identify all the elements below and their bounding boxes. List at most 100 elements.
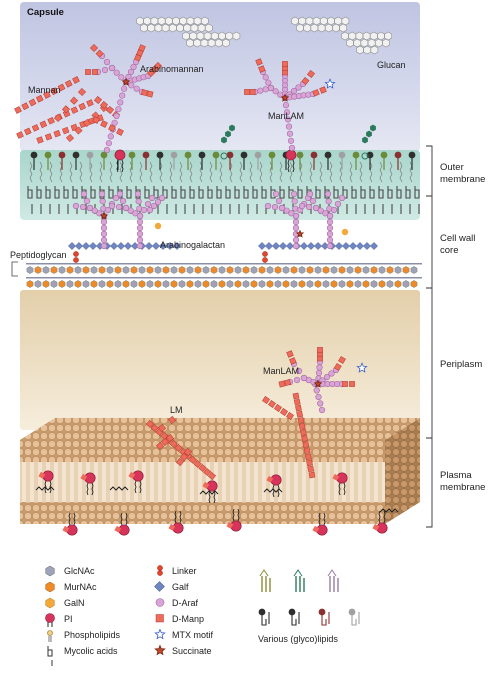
manp-residue [53,113,63,123]
manp-residue [198,463,207,473]
succinate-marker [99,211,109,220]
araf-residue [324,190,332,198]
glucose-hexagon [203,31,212,41]
manp-residue [349,381,355,387]
cell-wall-core-label: core [440,245,458,256]
glcnac-residue [298,266,306,274]
legend-label-col2: Succinate [172,646,212,656]
lipid-tail [179,161,183,183]
manp-residue [100,120,108,128]
manp-residue [258,65,266,73]
legend-linker-icon [157,570,163,576]
lipid-tail [379,161,383,183]
galf-residue [75,242,83,250]
araf-residue [144,200,152,208]
glucose-hexagon [374,38,383,48]
legend-label-col1: Mycolic acids [64,646,118,656]
araf-residue [120,85,128,92]
galf-residue [173,242,181,250]
manp-residue [72,76,80,84]
murnac-residue [34,266,42,274]
glucose-hexagon [189,31,197,41]
lm-molecule [145,415,217,481]
manp-residue [298,423,306,430]
galf-residue [300,242,308,250]
glcnac-residue [194,280,202,288]
peptidoglycan-bracket [11,261,18,277]
lipid-tail [29,161,33,183]
lipid-tail [299,161,303,183]
manp-residue [35,94,44,103]
mycolic-acid [216,186,222,214]
manp-residue [36,136,44,144]
murnac-residue [386,266,394,274]
murnac-residue [330,280,338,288]
murnac-residue [122,280,130,288]
outer-membrane-label: membrane [440,174,485,185]
manp-residue [207,471,217,481]
manp-residue [31,124,40,132]
glucose-hexagon [291,16,299,26]
legend-galn-icon [45,597,55,609]
manp-residue [179,452,189,462]
araf-residue [328,370,335,377]
galf-residue [265,242,273,250]
mycolic-acid [234,186,240,214]
glcnac-residue [306,280,314,288]
araf-residue [290,190,298,198]
glycolipid-head [100,151,108,159]
capsule-region [20,2,420,152]
manp-residue [153,61,163,71]
manp-residue [268,400,276,408]
manp-residue [65,133,75,143]
araf-residue [285,123,293,130]
araf-residue [305,203,313,211]
legend-lipid-stem [329,576,339,592]
murnac-residue [298,280,306,288]
legend-label-col2: Linker [172,566,197,576]
legend-phospholipid-icon [47,630,53,636]
lipid-tail [369,161,373,183]
araf-residue [288,144,296,152]
trehalose-hexagon [362,136,368,144]
murnac-residue [130,266,138,274]
araf-residue [292,218,300,226]
lipid-tail [109,161,113,183]
araf-residue [119,197,127,205]
pi-tail [44,480,52,494]
manp-residue [85,69,91,75]
glcnac-residue [330,266,338,274]
araf-residue [275,197,283,205]
manp-residue [43,91,51,99]
manp-residue [168,523,176,531]
manp-residue [78,102,86,111]
pi-tail [232,508,240,522]
glucose-hexagon [367,38,376,48]
araf-residue [315,369,323,377]
murnac-residue [290,266,298,274]
araf-residue [150,202,158,210]
glucose-hexagon [324,23,333,33]
araf-residue [334,200,342,208]
lipid-tail [249,161,253,183]
manp-residue [278,380,286,388]
lipid-tail [149,161,153,183]
region-bracket [426,437,433,528]
araf-residue [292,236,300,244]
legend-label-col1: PI [64,614,73,624]
trehalose-hexagon [370,124,376,132]
araf-residue [287,137,295,144]
glucose-hexagon [136,16,144,26]
galf-residue [286,242,294,250]
galf-residue [258,242,266,250]
manp-residue [86,99,94,107]
trehalose-hexagon [229,124,235,132]
lipid-tail [279,161,283,183]
murnac-residue [194,266,202,274]
glcnac-residue [386,280,394,288]
mycolic-acid [162,186,168,214]
araf-residue [148,194,156,202]
pi-anchor [376,522,388,534]
manp-residue [24,127,32,136]
trehalose-hexagon [366,130,372,138]
